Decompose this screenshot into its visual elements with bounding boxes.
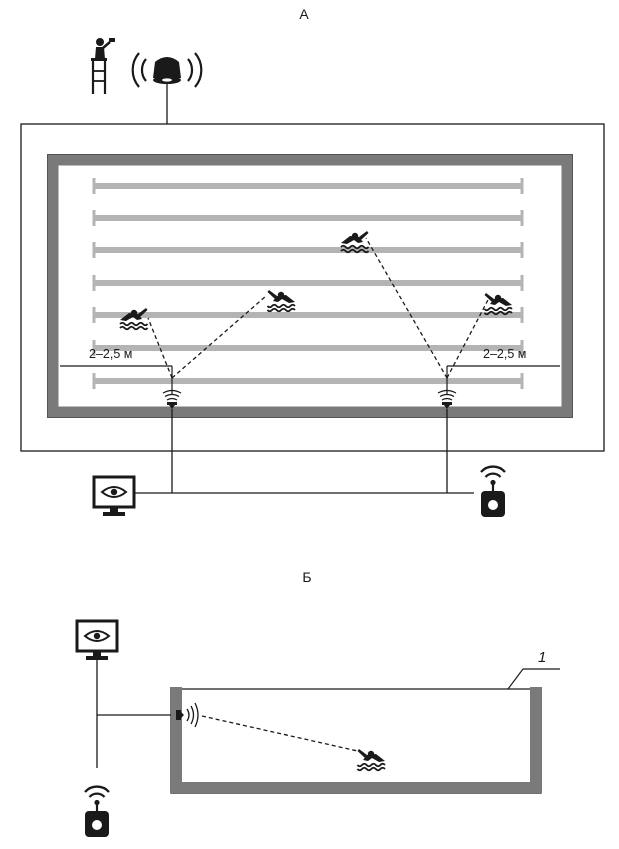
swimmer-icon [483,292,513,316]
wireless-pager-icon [479,465,507,519]
detection-line [201,715,363,753]
swimmer-icon [266,289,296,313]
monitor-eye-icon [75,619,119,662]
lifeguard-icon [91,38,115,94]
pool-wall [47,154,573,418]
callout-leader [507,668,524,690]
wireless-pager-icon [83,785,111,839]
detection-lines [147,237,490,379]
wall-sensor-icon [176,702,199,728]
pool-side-view [170,687,542,794]
figure-b-label: Б [302,569,311,585]
lane-ropes [92,178,524,389]
pool-deck-outline [20,123,605,452]
sensor-wiring [96,660,177,768]
swimmer-icon [356,748,386,772]
callout-number: 1 [538,649,546,666]
monitor-eye-icon [92,475,136,518]
dimension-label-left: 2–2,5 м [89,347,132,361]
dimension-label-right: 2–2,5 м [483,347,526,361]
alarm-bell-icon [131,52,203,88]
swimmer-icon [119,307,149,331]
figure-a-label: А [299,6,309,22]
sensor-wiring [135,409,474,494]
